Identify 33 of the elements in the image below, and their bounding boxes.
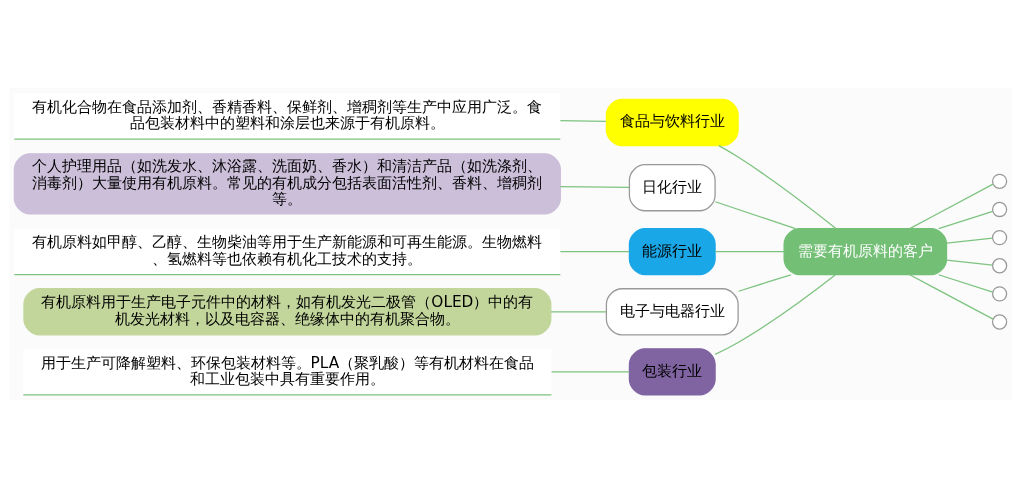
connector [718,144,837,229]
connector [946,237,994,244]
node-circle [991,257,1008,273]
connector [938,273,994,293]
connector [714,200,797,229]
connector [938,210,994,229]
node-box: 包装行业 [628,347,716,396]
node-box: 需要有机原料的客户 [783,227,948,275]
node-circle [991,285,1008,302]
node-box: 食品与饮料行业 [605,98,739,146]
node-box: 个人护理用品（如洗发水、沐浴露、洗面奶、香水）和清洁产品（如洗涤剂、消毒剂）大量使用有机原料。常见的有机成分包括表面活性剂、香料、增稠剂等。 [13,152,561,215]
connector [559,185,630,188]
node-circle [991,173,1008,189]
node-box: 有机原料用于生产电子元件中的材料，如有机发光二极管（OLED）中的有机发光材料，以及电容器、绝缘体中的有机聚合物。 [23,287,552,335]
node-circle [991,201,1008,217]
node-box: 能源行业 [628,227,716,275]
node-circle [991,229,1008,245]
connector [550,370,631,372]
node-text: 用于生产可降解塑料、环保包装材料等。PLA（聚乳酸）等有机材料在食品和工业包装中具有重要作用。 [40,353,535,388]
connector [946,259,994,266]
connector [559,119,607,122]
node-text: 有机化合物在食品添加剂、香精香料、保鲜剂、增稠剂等生产中应用广泛。食品包装材料中的塑料和涂层也来源于有机原料。 [32,97,543,132]
connector [559,250,630,252]
node-box: 日化行业 [628,163,716,211]
node-circle [991,313,1008,330]
node-box: 电子与电器行业 [605,287,739,335]
connector [714,250,785,252]
connector [909,273,994,320]
connector [550,310,607,312]
connector [714,273,836,355]
connector [909,183,994,229]
connector [737,273,792,292]
node-text: 有机原料如甲醇、乙醇、生物柴油等用于生产新能源和可再生能源。生物燃料、氢燃料等也依赖有机化工技术的支持。 [32,232,543,268]
